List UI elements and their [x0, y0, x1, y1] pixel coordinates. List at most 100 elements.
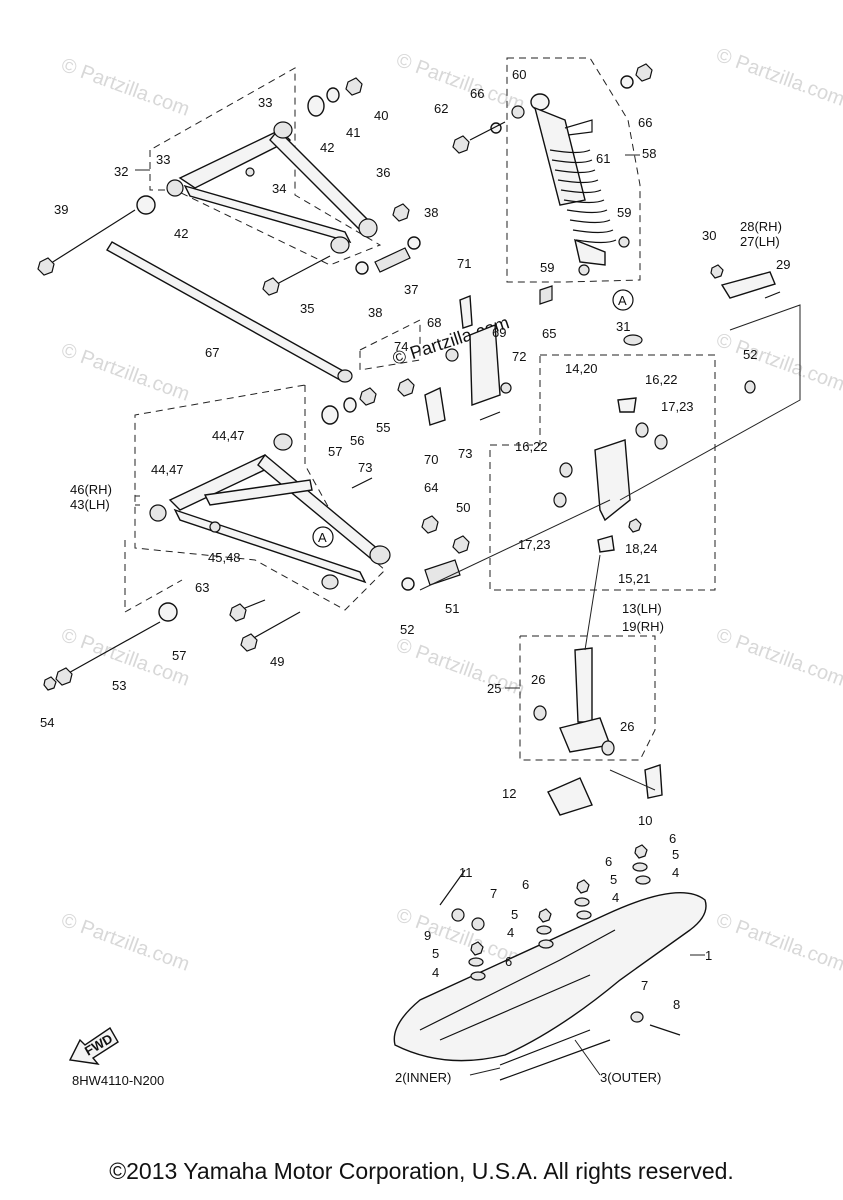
reference-markers: A A	[312, 289, 634, 548]
bolt-shaft	[351, 477, 373, 489]
tie-rod-end	[337, 369, 353, 383]
shock-spring	[549, 149, 617, 244]
nut	[452, 535, 470, 554]
shock-top-eye	[530, 93, 550, 111]
callout: 29	[776, 257, 790, 272]
diagram-code: 8HW4110-N200	[72, 1073, 164, 1088]
upper-arm-front-tube	[178, 129, 292, 189]
nut	[710, 264, 724, 279]
callout: 11	[459, 865, 473, 880]
fwd-arrow-icon	[68, 1026, 119, 1065]
callout: 37	[404, 282, 418, 297]
leader	[135, 495, 140, 506]
callout: 49	[270, 654, 284, 669]
watermark: © Partzilla.com	[713, 329, 843, 396]
cotter-pin	[439, 869, 466, 906]
washer	[468, 957, 484, 967]
callout: 66	[638, 115, 652, 130]
callout: 17,23	[661, 399, 694, 414]
callout: 4	[612, 890, 619, 905]
callout: 9	[424, 928, 431, 943]
callout: 38	[368, 305, 382, 320]
callout: 51	[445, 601, 459, 616]
bushing	[617, 397, 637, 413]
washer	[326, 87, 340, 103]
washer	[451, 908, 465, 922]
callout: 32	[114, 164, 128, 179]
reference-a-label: A	[318, 530, 327, 545]
shock-group-box	[506, 57, 641, 283]
callout: 33	[258, 95, 272, 110]
steering-arm	[720, 271, 776, 299]
collar	[618, 236, 630, 248]
callout: 4	[672, 865, 679, 880]
bushing	[559, 462, 573, 478]
bolt-shaft	[479, 411, 501, 421]
bolt-head	[452, 135, 470, 154]
bushing	[654, 434, 668, 450]
nut	[470, 941, 484, 956]
shock-bottom-eye	[574, 238, 606, 266]
washer	[343, 397, 357, 413]
bushing	[533, 705, 547, 721]
watermark: © Partzilla.com	[393, 634, 527, 701]
reference-a-label: A	[618, 293, 627, 308]
ball-joint	[369, 545, 391, 565]
reference-a-circle	[312, 526, 334, 548]
callout: 52	[400, 622, 414, 637]
callout: 15,21	[618, 571, 651, 586]
nut	[421, 515, 439, 534]
callout: 60	[512, 67, 526, 82]
callout: 35	[300, 301, 314, 316]
nut	[576, 879, 590, 894]
nut	[392, 203, 410, 222]
bushing	[635, 422, 649, 438]
washer	[470, 971, 486, 981]
callout: 25	[487, 681, 501, 696]
parts-diagram-drawing: © Partzilla.com © Partzilla.com © Partzi…	[37, 44, 843, 1088]
copyright-footer: ©2013 Yamaha Motor Corporation, U.S.A. A…	[109, 1158, 734, 1184]
callout: 12	[502, 786, 516, 801]
shock-absorber	[452, 63, 653, 305]
upper-arm-group-box	[149, 67, 382, 266]
nut	[43, 676, 57, 691]
callout: 33	[156, 152, 170, 167]
watermark: © Partzilla.com	[713, 909, 843, 976]
bushing	[601, 740, 615, 756]
callout: 68	[427, 315, 441, 330]
rod-end	[424, 386, 446, 426]
washer	[635, 875, 651, 885]
callout: 6	[522, 877, 529, 892]
nut	[397, 378, 415, 397]
bolt-head	[229, 603, 247, 622]
callout: 7	[490, 886, 497, 901]
washer	[158, 602, 178, 622]
callout: 5	[432, 946, 439, 961]
leader	[584, 554, 601, 651]
callout: 45,48	[208, 550, 241, 565]
callout: 31	[616, 319, 630, 334]
spindle-group-box	[489, 354, 716, 591]
shock-body	[533, 106, 586, 206]
leader-lines	[135, 154, 801, 1076]
steering-group-box	[519, 635, 656, 761]
collar	[578, 264, 590, 276]
callout: 59	[617, 205, 631, 220]
washer	[620, 75, 634, 89]
callout: 53	[112, 678, 126, 693]
bolt-head	[240, 633, 258, 652]
callout: 71	[457, 256, 471, 271]
cap	[623, 334, 643, 346]
bolt-shaft	[764, 291, 781, 299]
nut	[628, 518, 642, 533]
callout: 69	[492, 325, 506, 340]
knuckle-body	[594, 439, 631, 522]
lower-arm-rear-tube	[173, 508, 367, 584]
bushing	[273, 121, 293, 139]
bolt-head	[262, 277, 280, 296]
collar	[500, 382, 512, 394]
washer	[307, 95, 325, 117]
callout: 6	[505, 954, 512, 969]
washer	[744, 380, 756, 394]
callout: 42	[174, 226, 188, 241]
